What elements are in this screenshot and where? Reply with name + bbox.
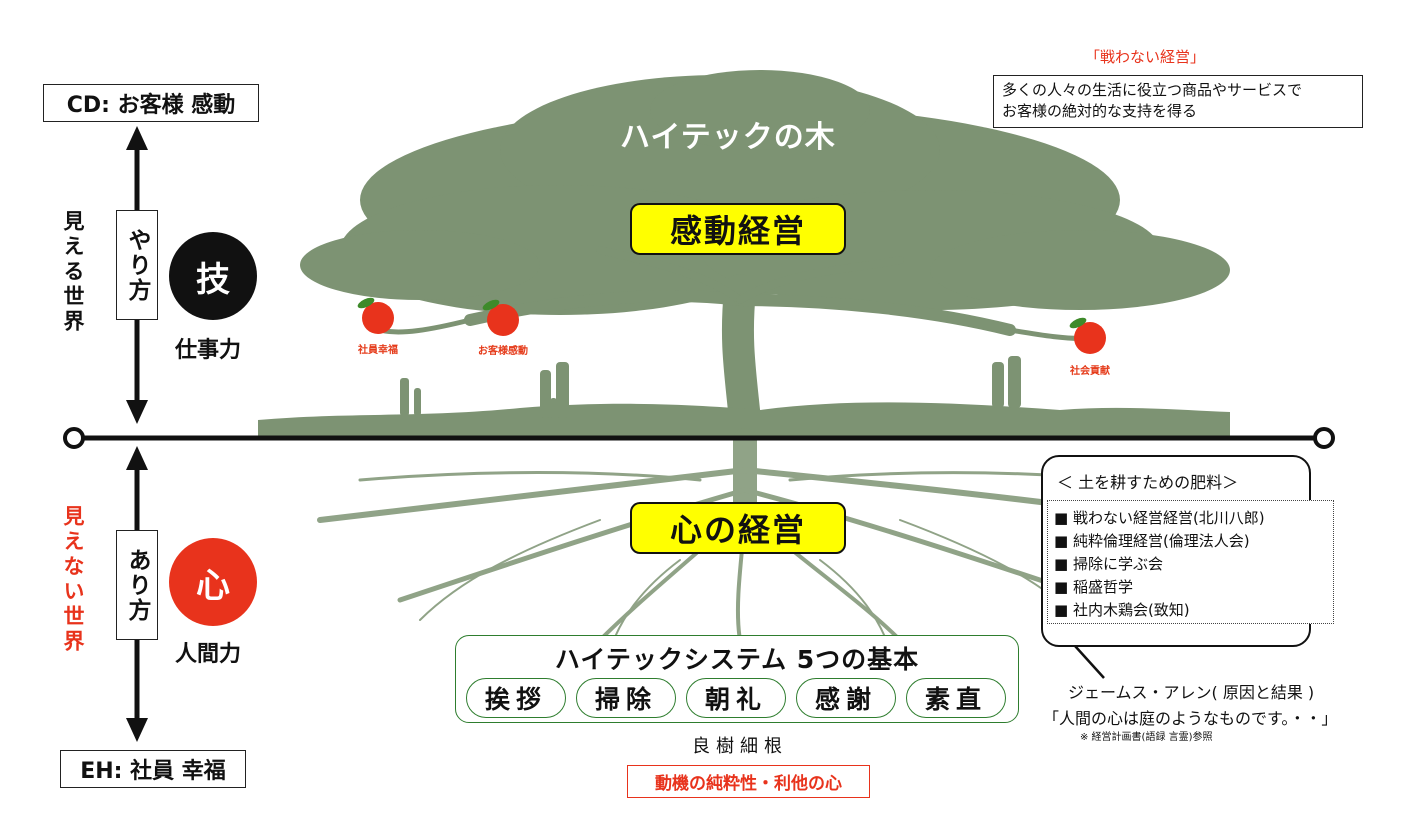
- allen-quote: 「人間の心は庭のようなものです。・・」: [1043, 709, 1338, 728]
- system-title: ハイテックシステム 5つの基本: [554, 645, 920, 674]
- kokoro-circle: 心: [169, 538, 257, 626]
- arikata-box: あり方: [116, 530, 158, 640]
- fertilizer-item: ■ 純粋倫理経営(倫理法人会): [1054, 532, 1250, 550]
- apple-label-society: 社会貢献: [1070, 366, 1110, 377]
- arikata-label: あり方: [124, 547, 150, 623]
- mission-quote-line-2: お客様の絶対的な支持を得る: [1002, 102, 1198, 120]
- motive-box: 動機の純粋性・利他の心: [627, 765, 870, 798]
- fertilizer-item: ■ 稲盛哲学: [1054, 578, 1133, 596]
- employee-happiness-box: EH: 社員 幸福: [60, 750, 246, 788]
- basic-chourei: 朝礼: [686, 678, 786, 718]
- horizon-axis: [63, 427, 1335, 449]
- shigoto-ryoku-label: 仕事力: [175, 338, 242, 363]
- yarikata-box: やり方: [116, 210, 158, 320]
- mission-quote-line-1: 多くの人々の生活に役立つ商品やサービスで: [1002, 81, 1303, 99]
- system-box: ハイテックシステム 5つの基本 挨拶 掃除 朝礼 感謝 素直: [455, 635, 1019, 723]
- fertilizer-item: ■ 掃除に学ぶ会: [1054, 555, 1163, 573]
- apple-label-customer: お客様感動: [478, 346, 528, 357]
- kokoro-label: 心: [196, 565, 230, 606]
- employee-happiness-label: EH: 社員 幸福: [80, 759, 226, 784]
- invisible-world-label: 見えない世界: [61, 505, 85, 655]
- fertilizer-title: ＜ 土を耕すための肥料＞: [1057, 473, 1239, 492]
- waza-circle: 技: [169, 232, 257, 320]
- james-allen-label: ジェームス・アレン( 原因と結果 ): [1068, 683, 1315, 702]
- mission-quote-box: 多くの人々の生活に役立つ商品やサービスで お客様の絶対的な支持を得る: [993, 75, 1363, 128]
- people-silhouettes: [400, 356, 1021, 418]
- waza-label: 技: [196, 259, 230, 300]
- no-fight-title: 「戦わない経営」: [1085, 48, 1206, 66]
- motive-label: 動機の純粋性・利他の心: [655, 774, 842, 794]
- kokoro-keiei-label: 心の経営: [630, 502, 846, 554]
- fertilizer-list: ■ 戦わない経営経営(北川八郎) ■ 純粋倫理経営(倫理法人会) ■ 掃除に学ぶ…: [1047, 500, 1334, 624]
- yarikata-label: やり方: [124, 227, 150, 303]
- basic-sunao: 素直: [906, 678, 1006, 718]
- ningen-ryoku-label: 人間力: [175, 642, 242, 667]
- tree-title: ハイテックの木: [620, 120, 836, 155]
- kando-keiei-label: 感動経営: [630, 203, 846, 255]
- apple-shapes: [357, 297, 1106, 354]
- basic-aisatsu: 挨拶: [466, 678, 566, 718]
- fertilizer-item: ■ 戦わない経営経営(北川八郎): [1054, 509, 1265, 527]
- basic-souji: 掃除: [576, 678, 676, 718]
- reference-note: ※ 経営計画書(語録 言霊)参照: [1080, 732, 1213, 743]
- apple-label-employee: 社員幸福: [358, 345, 398, 356]
- ground: [258, 402, 1230, 440]
- customer-impression-label: CD: お客様 感動: [66, 93, 236, 118]
- customer-impression-box: CD: お客様 感動: [43, 84, 259, 122]
- ryoju-saikon-label: 良樹細根: [692, 736, 788, 757]
- visible-world-label: 見える世界: [61, 210, 85, 335]
- fertilizer-item: ■ 社内木鶏会(致知): [1054, 601, 1190, 619]
- basic-kansha: 感謝: [796, 678, 896, 718]
